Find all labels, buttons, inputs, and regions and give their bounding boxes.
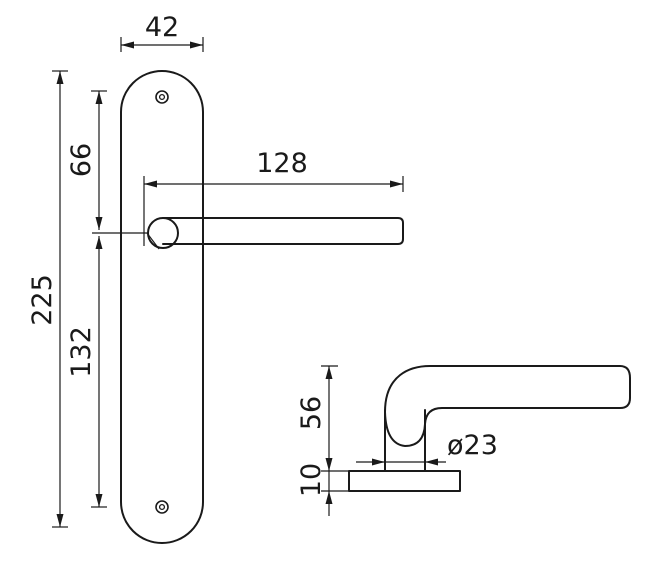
dimension-top-to-handle: 66 [66, 90, 148, 234]
dimension-rose-diameter: ø23 [356, 430, 498, 466]
side-view [348, 365, 631, 492]
dimension-handle-length: 128 [143, 148, 404, 218]
dimension-handle-to-bottom: 132 [66, 236, 107, 508]
top-screw-icon [155, 90, 169, 104]
handle-height-label: 56 [296, 396, 327, 430]
top-to-handle-label: 66 [66, 143, 97, 177]
plate-width-label: 42 [145, 12, 179, 43]
handle-lever-outline [162, 217, 404, 245]
handle-to-bottom-label: 132 [66, 326, 97, 378]
backplate-outline [120, 70, 204, 544]
handle-lever-profile [384, 365, 631, 425]
rose-diameter-label: ø23 [447, 430, 498, 461]
front-view [120, 70, 404, 544]
dimension-rose-thickness: 10 [296, 463, 349, 516]
handle-length-label: 128 [256, 148, 308, 179]
dimension-plate-height: 225 [27, 70, 68, 528]
bottom-screw-icon [155, 500, 169, 514]
rose-base-outline [348, 470, 461, 492]
dimension-plate-width: 42 [120, 12, 204, 52]
dimension-handle-height: 56 [296, 365, 349, 472]
plate-height-label: 225 [27, 274, 58, 326]
handle-neck-curl [384, 411, 426, 447]
rose-thickness-label: 10 [296, 463, 327, 497]
